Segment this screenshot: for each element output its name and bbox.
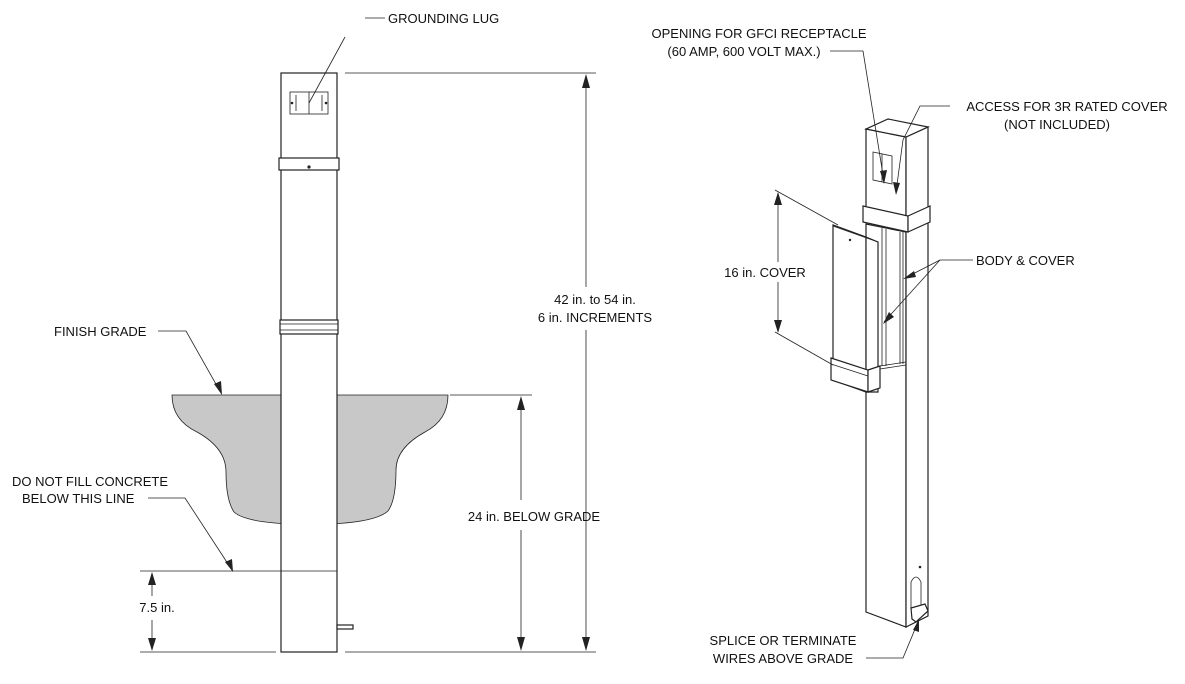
finish-grade-label: FINISH GRADE — [54, 324, 147, 339]
gfci-label-line2: (60 AMP, 600 VOLT MAX.) — [667, 44, 820, 59]
front-view: GROUNDING LUG FINISH GRADE DO NOT FILL C… — [12, 11, 652, 653]
top-band — [278, 157, 340, 171]
iso-view: OPENING FOR GFCI RECEPTACLE (60 AMP, 600… — [651, 26, 1167, 666]
access-label-line1: ACCESS FOR 3R RATED COVER — [966, 99, 1167, 114]
grounding-lug-label: GROUNDING LUG — [388, 11, 499, 26]
splice-label-line2: WIRES ABOVE GRADE — [713, 651, 853, 666]
body-cover-label: BODY & COVER — [976, 253, 1075, 268]
splice-label-line1: SPLICE OR TERMINATE — [710, 633, 857, 648]
below-grade-label: 24 in. BELOW GRADE — [468, 509, 601, 524]
iso-post-side — [905, 221, 929, 628]
coupling-band — [279, 319, 339, 335]
iso-receptacle-opening — [872, 151, 893, 185]
ground-stub — [336, 624, 354, 630]
wire-slot — [910, 576, 922, 608]
iso-box-top — [864, 118, 930, 138]
screw-hole — [307, 165, 311, 169]
bottom-dim-label: 7.5 in. — [139, 600, 174, 615]
no-fill-label-line1: DO NOT FILL CONCRETE — [12, 474, 168, 489]
cover-length-label: 16 in. COVER — [724, 265, 806, 280]
gfci-label-line1: OPENING FOR GFCI RECEPTACLE — [651, 26, 866, 41]
height-label-line1: 42 in. to 54 in. — [554, 292, 636, 307]
height-label-line2: 6 in. INCREMENTS — [538, 310, 652, 325]
no-fill-label-line2: BELOW THIS LINE — [22, 491, 135, 506]
access-label-line2: (NOT INCLUDED) — [1004, 117, 1110, 132]
iso-collar-side — [907, 205, 931, 233]
